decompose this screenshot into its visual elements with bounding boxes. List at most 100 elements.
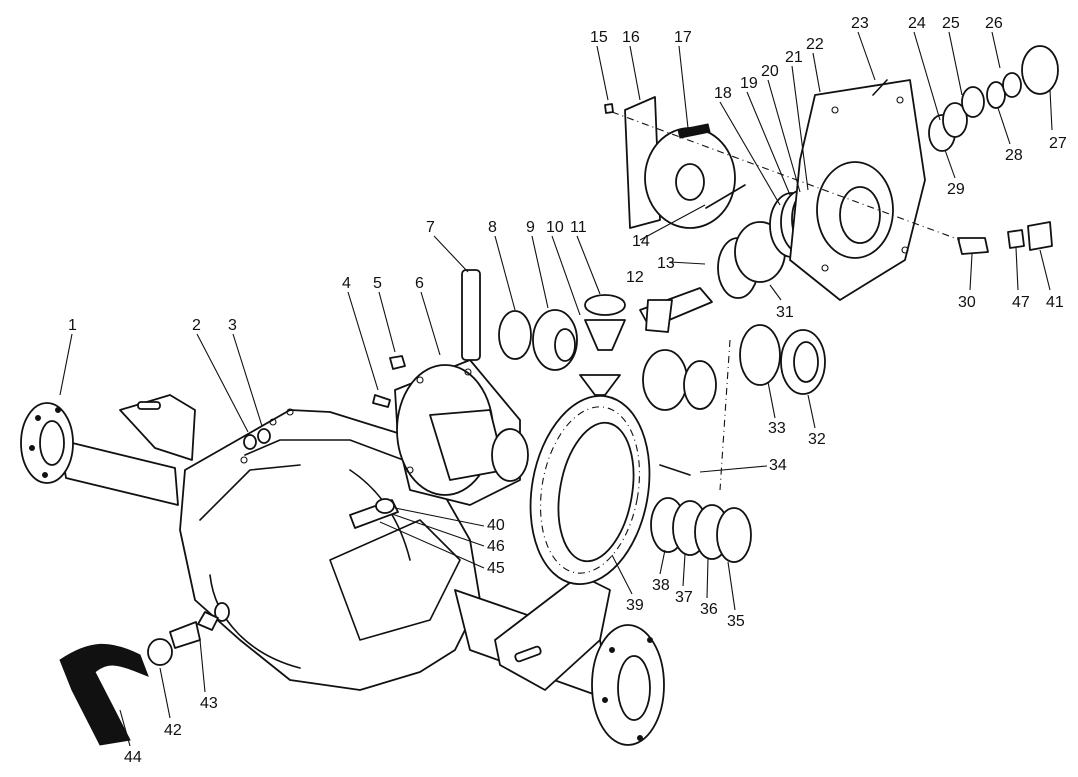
leader-line <box>639 204 706 241</box>
leader-line <box>119 709 131 747</box>
switch-assembly <box>957 221 1053 255</box>
differential-gears <box>498 294 717 411</box>
callout-41: 41 <box>1046 294 1064 311</box>
callout-16: 16 <box>622 29 640 46</box>
leader-line <box>391 513 485 547</box>
leader-line <box>1049 89 1053 131</box>
leader-line <box>1039 249 1051 291</box>
callout-34: 34 <box>769 457 787 474</box>
callout-39: 39 <box>626 597 644 614</box>
leader-line <box>791 65 809 191</box>
callout-36: 36 <box>700 601 718 618</box>
callout-2: 2 <box>192 317 201 334</box>
leader-line <box>682 553 686 587</box>
callout-26: 26 <box>985 15 1003 32</box>
leader-line <box>719 101 781 206</box>
leader-line <box>199 639 206 693</box>
leader-line <box>378 291 396 353</box>
leader-line <box>196 333 249 433</box>
callout-25: 25 <box>942 15 960 32</box>
leader-line <box>807 394 816 429</box>
callout-21: 21 <box>785 49 803 66</box>
callout-4: 4 <box>342 275 351 292</box>
leader-line <box>991 31 1001 69</box>
callout-45: 45 <box>487 560 505 577</box>
leader-line <box>232 333 263 427</box>
callout-40: 40 <box>487 517 505 534</box>
leader-line <box>997 107 1011 145</box>
assembly-centerline <box>611 111 961 241</box>
callout-23: 23 <box>851 15 869 32</box>
leader-line <box>379 521 485 569</box>
leader-line <box>948 31 963 96</box>
callout-42: 42 <box>164 722 182 739</box>
callout-15: 15 <box>590 29 608 46</box>
callout-13: 13 <box>657 255 675 272</box>
callout-14: 14 <box>632 233 650 250</box>
leader-line <box>969 253 973 291</box>
callout-38: 38 <box>652 577 670 594</box>
drain-hose <box>59 611 219 746</box>
callout-29: 29 <box>947 181 965 198</box>
callout-44: 44 <box>124 749 142 766</box>
cover-and-gasket <box>624 96 736 229</box>
callout-10: 10 <box>546 219 564 236</box>
callout-1: 1 <box>68 317 77 334</box>
pinion-housing <box>789 79 926 301</box>
leader-line <box>699 465 768 473</box>
leader-line <box>678 45 689 129</box>
callout-47: 47 <box>1012 294 1030 311</box>
leader-line <box>531 235 549 309</box>
callout-32: 32 <box>808 431 826 448</box>
callout-33: 33 <box>768 420 786 437</box>
callout-27: 27 <box>1049 135 1067 152</box>
differential-carrier <box>394 359 529 506</box>
callout-30: 30 <box>958 294 976 311</box>
leader-line <box>767 79 801 193</box>
leader-line <box>611 554 633 595</box>
callout-3: 3 <box>228 317 237 334</box>
leader-line <box>706 557 709 599</box>
leader-line <box>494 235 516 311</box>
callout-11: 11 <box>570 219 587 236</box>
callout-8: 8 <box>488 219 497 236</box>
leader-line <box>812 52 821 93</box>
callout-9: 9 <box>526 219 535 236</box>
leader-line <box>347 291 379 391</box>
callout-22: 22 <box>806 36 824 53</box>
callout-43: 43 <box>200 695 218 712</box>
left-axle-tube <box>20 394 196 506</box>
screw <box>705 184 746 209</box>
shim-stack <box>650 497 752 563</box>
pinion-shaft <box>639 221 786 333</box>
right-axle-tube <box>454 574 665 746</box>
leader-lines <box>59 31 1053 747</box>
leader-line <box>913 31 941 121</box>
cross-shaft <box>461 269 481 361</box>
assembly-centerline-2 <box>719 339 731 491</box>
bolt <box>872 79 888 96</box>
front-bearings <box>928 45 1059 152</box>
callout-35: 35 <box>727 613 745 630</box>
leader-line <box>576 235 601 295</box>
callout-labels: 1 2 3 4 5 6 7 8 9 10 11 12 13 14 15 16 1… <box>68 15 1067 766</box>
leader-line <box>767 381 776 419</box>
callout-24: 24 <box>908 15 926 32</box>
callout-7: 7 <box>426 219 435 236</box>
leader-line <box>669 261 706 265</box>
callout-20: 20 <box>761 63 779 80</box>
leader-line <box>944 149 956 179</box>
leader-line <box>551 235 581 316</box>
ring-gear <box>529 395 651 585</box>
callout-37: 37 <box>675 589 693 606</box>
callout-19: 19 <box>740 75 758 92</box>
callout-18: 18 <box>714 85 732 102</box>
leader-line <box>659 549 666 575</box>
leader-line <box>433 235 469 273</box>
leader-line <box>727 561 736 611</box>
pinion-bearings <box>739 324 826 395</box>
callout-5: 5 <box>373 275 382 292</box>
leader-line <box>746 91 791 196</box>
